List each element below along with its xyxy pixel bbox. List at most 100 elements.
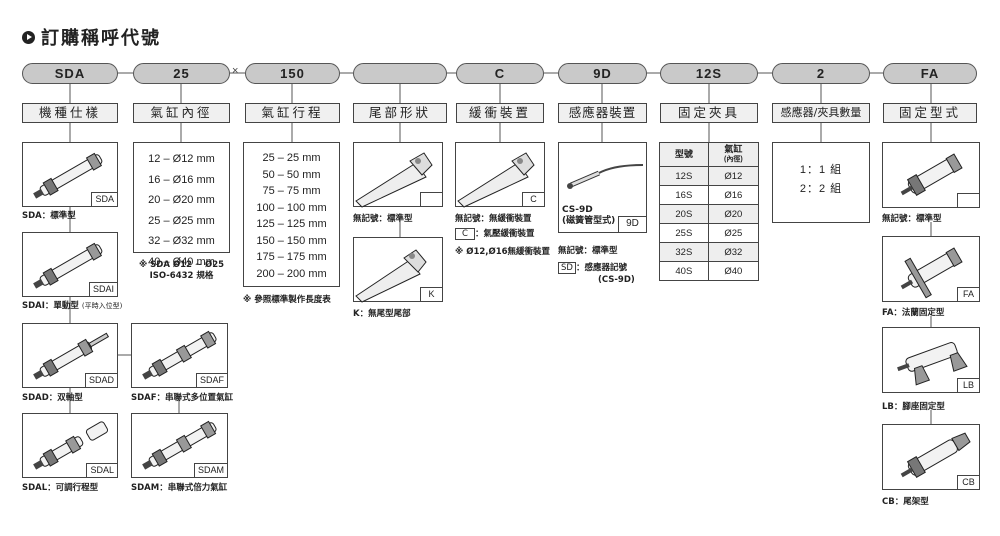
cylinder-icon — [33, 421, 109, 470]
times-sign: × — [232, 65, 239, 77]
bore-item: 40 – Ø40 mm — [148, 255, 215, 268]
foot-cylinder-icon — [897, 342, 968, 386]
cushion-none-caption: 無記號：無緩衝裝置 — [455, 214, 532, 224]
bore-item: 32 – Ø32 mm — [148, 235, 215, 247]
tag: K — [420, 287, 442, 301]
stroke-item: 125 – 125 mm — [256, 218, 327, 230]
code-model: SDA — [22, 63, 118, 84]
cell: 40S — [659, 261, 709, 281]
tag: C — [522, 192, 544, 206]
cylinder-icon — [900, 153, 963, 196]
model-sdad-caption: SDAD：双軸型 — [22, 393, 83, 403]
cylinder-icon — [142, 420, 217, 470]
stroke-item: 150 – 150 mm — [256, 234, 327, 247]
header-bore: 氣缸(內徑) — [707, 142, 760, 167]
sensor-type: (磁簧管型式) — [562, 216, 616, 226]
stroke-item: 25 – 25 mm — [262, 152, 321, 164]
model-sda-figure: SDA — [22, 142, 118, 207]
mount-standard-caption: 無記號：標準型 — [882, 214, 942, 224]
label-sensor: 感應器裝置 — [558, 103, 647, 123]
cushion-air-caption: ：氣壓緩衝裝置 — [474, 229, 535, 239]
cell: 25S — [659, 223, 709, 243]
label-tail: 尾部形狀 — [353, 103, 447, 123]
cylinder-icon — [33, 152, 103, 199]
mount-cb-figure: CB — [882, 424, 980, 490]
code-stroke: 150 — [245, 63, 340, 84]
bore-note-iso: ISO-6432 規格 — [149, 271, 214, 281]
model-sdai-figure: SDAI — [22, 232, 118, 297]
tag — [957, 193, 979, 207]
tag: SDAL — [86, 463, 117, 477]
cylinder-tail-icon — [355, 249, 427, 303]
cell: Ø25 — [707, 223, 760, 243]
label-model: 機種仕樣 — [22, 103, 118, 123]
cell: Ø32 — [707, 242, 760, 262]
mount-fa-figure: FA — [882, 236, 980, 302]
cell: Ø20 — [707, 204, 760, 224]
tag: SDAI — [88, 282, 117, 296]
bore-item: 16 – Ø16 mm — [148, 173, 215, 186]
tail-k-caption: K：無尾型尾部 — [353, 309, 411, 319]
bore-item: 25 – Ø25 mm — [148, 214, 215, 227]
mount-lb-figure: LB — [882, 327, 980, 393]
label-bracket: 固定夾具 — [660, 103, 758, 123]
model-sdaf-caption: SDAF：串聯式多位置氣缸 — [131, 393, 234, 403]
code-cushion: C — [456, 63, 544, 84]
sensor-icon — [567, 164, 644, 189]
cell: 12S — [659, 166, 709, 186]
sensor-figure: CS-9D(磁簧管型式)9D — [558, 142, 647, 233]
cushion-note: ※ Ø12,Ø16無緩衝裝置 — [455, 247, 551, 257]
cell: Ø16 — [707, 185, 760, 205]
stroke-note: ※ 參照標準製作長度表 — [243, 295, 331, 305]
label-qty: 感應器/夾具數量 — [772, 103, 870, 123]
header-bore-sub: (內徑) — [723, 156, 743, 163]
tag: SDAF — [195, 373, 227, 387]
bore-note: ※ SDA Ø12 ~ Ø25 — [138, 260, 225, 270]
label-mount: 固定型式 — [883, 103, 977, 123]
tail-standard-caption: 無記號：標準型 — [353, 214, 413, 224]
cylinder-tail-icon — [355, 152, 433, 208]
page-title: 訂購稱呼代號 — [22, 24, 161, 50]
model-sda-caption: SDA：標準型 — [22, 211, 76, 221]
tag: 9D — [618, 216, 646, 232]
stroke-item: 200 – 200 mm — [256, 267, 327, 280]
sensor-code: SD — [558, 262, 576, 274]
cylinder-icon — [33, 332, 110, 380]
cell: 32S — [659, 242, 709, 262]
header-model: 型號 — [659, 142, 709, 167]
model-sdam-figure: SDAM — [131, 413, 228, 478]
code-qty: 2 — [772, 63, 870, 84]
cell: Ø40 — [707, 261, 760, 281]
tail-k-figure: K — [353, 237, 443, 303]
cushion-code: C — [455, 228, 475, 240]
cell: Ø12 — [707, 166, 760, 186]
stroke-item: 75 – 75 mm — [262, 185, 321, 197]
cell: 20S — [659, 204, 709, 224]
cell: 16S — [659, 185, 709, 205]
tag: SDA — [91, 192, 117, 206]
model-sdal-figure: SDAL — [22, 413, 118, 478]
cylinder-icon — [33, 242, 103, 289]
mount-lb-caption: LB：腳座固定型 — [882, 402, 945, 412]
code-bracket: 12S — [660, 63, 758, 84]
stroke-item: 175 – 175 mm — [256, 251, 327, 263]
model-sdai-caption: SDAI：單動型 — [22, 301, 79, 311]
tail-standard-figure — [353, 142, 443, 208]
tag: CB — [957, 475, 979, 489]
model-sdai-note: (平時入位型) — [81, 302, 123, 310]
flange-cylinder-icon — [900, 247, 963, 299]
qty-item: 1：1 組 — [799, 164, 843, 176]
mount-fa-caption: FA：法蘭固定型 — [882, 308, 945, 318]
bore-item: 12 – Ø12 mm — [148, 153, 215, 165]
cushion-figure: C — [455, 142, 545, 208]
